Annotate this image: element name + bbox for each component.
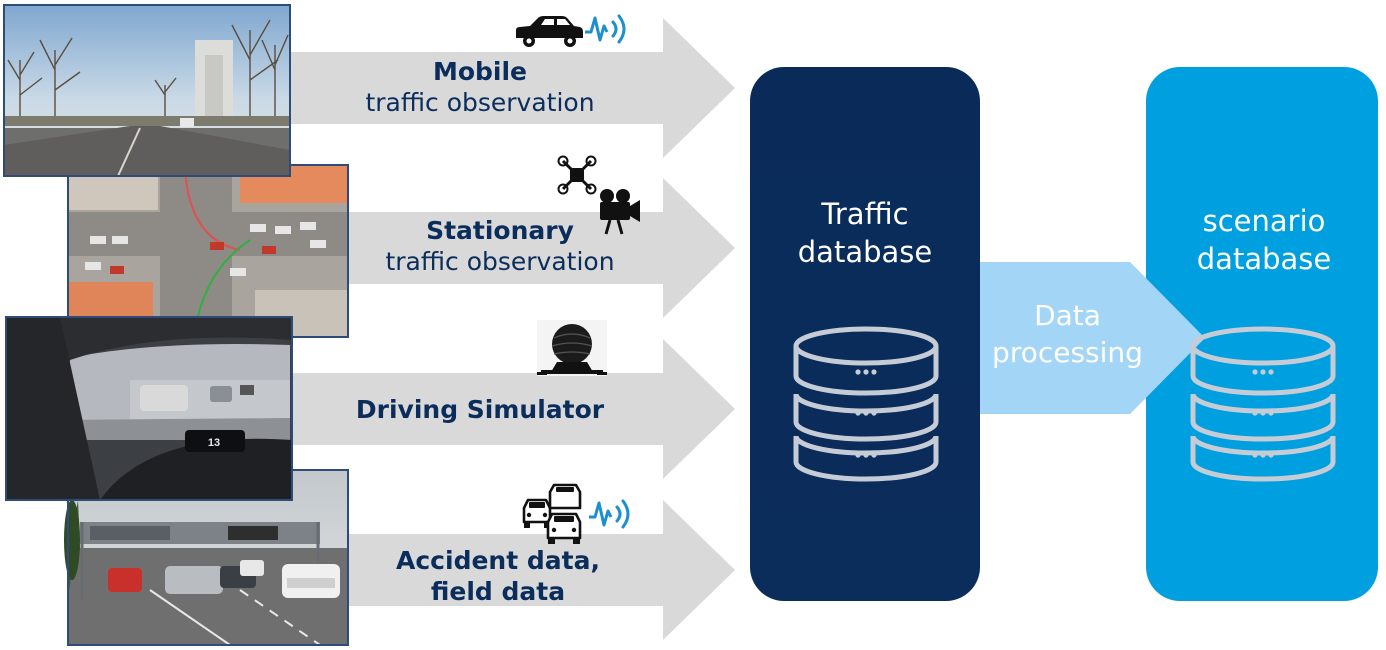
source-label-mobile: Mobile traffic observation bbox=[330, 56, 630, 119]
video-camera-icon bbox=[600, 189, 640, 235]
source-title: Accident data, bbox=[396, 546, 600, 575]
source-subtitle: field data bbox=[430, 577, 566, 607]
data-processing-line2: processing bbox=[992, 335, 1143, 369]
scenario-database-box bbox=[1146, 67, 1378, 601]
signal-wave-icon bbox=[585, 14, 626, 44]
traffic-database-title: Traffic database bbox=[750, 195, 980, 272]
database-icon-dots bbox=[855, 369, 877, 458]
drone-icon bbox=[557, 155, 597, 195]
database-icon-dots bbox=[1252, 369, 1274, 458]
data-processing-label: Data processing bbox=[960, 298, 1175, 372]
speed-readout: 13 bbox=[208, 437, 220, 449]
traffic-database-line2: database bbox=[797, 235, 933, 270]
scenario-database-title: scenario database bbox=[1150, 202, 1378, 279]
urban-road-photo bbox=[3, 4, 291, 177]
aerial-intersection-photo bbox=[67, 164, 349, 338]
simulator-dome-icon bbox=[537, 320, 607, 376]
arrow-mobile bbox=[290, 18, 735, 158]
traffic-database-line1: Traffic bbox=[821, 197, 909, 231]
traffic-database-box bbox=[750, 67, 980, 601]
scenario-database-line1: scenario bbox=[1202, 204, 1326, 238]
signal-wave-icon bbox=[589, 499, 630, 529]
source-title: Stationary bbox=[426, 216, 574, 245]
source-label-accident: Accident data, field data bbox=[348, 545, 648, 608]
source-title: Driving Simulator bbox=[355, 395, 605, 424]
data-processing-arrow bbox=[940, 262, 1205, 414]
arrow-accident bbox=[348, 500, 735, 640]
car-icon bbox=[516, 16, 583, 47]
source-label-stationary: Stationary traffic observation bbox=[350, 215, 650, 278]
data-processing-line1: Data bbox=[1034, 299, 1101, 332]
source-subtitle: traffic observation bbox=[365, 88, 595, 118]
source-label-simulator: Driving Simulator bbox=[330, 394, 630, 425]
scenario-database-line2: database bbox=[1196, 242, 1332, 277]
source-title: Mobile bbox=[432, 57, 528, 86]
arrow-simulator bbox=[292, 339, 735, 479]
car-crash-icon bbox=[522, 483, 582, 544]
simulator-cockpit-photo: 13 bbox=[5, 316, 293, 501]
source-subtitle: traffic observation bbox=[385, 247, 615, 277]
